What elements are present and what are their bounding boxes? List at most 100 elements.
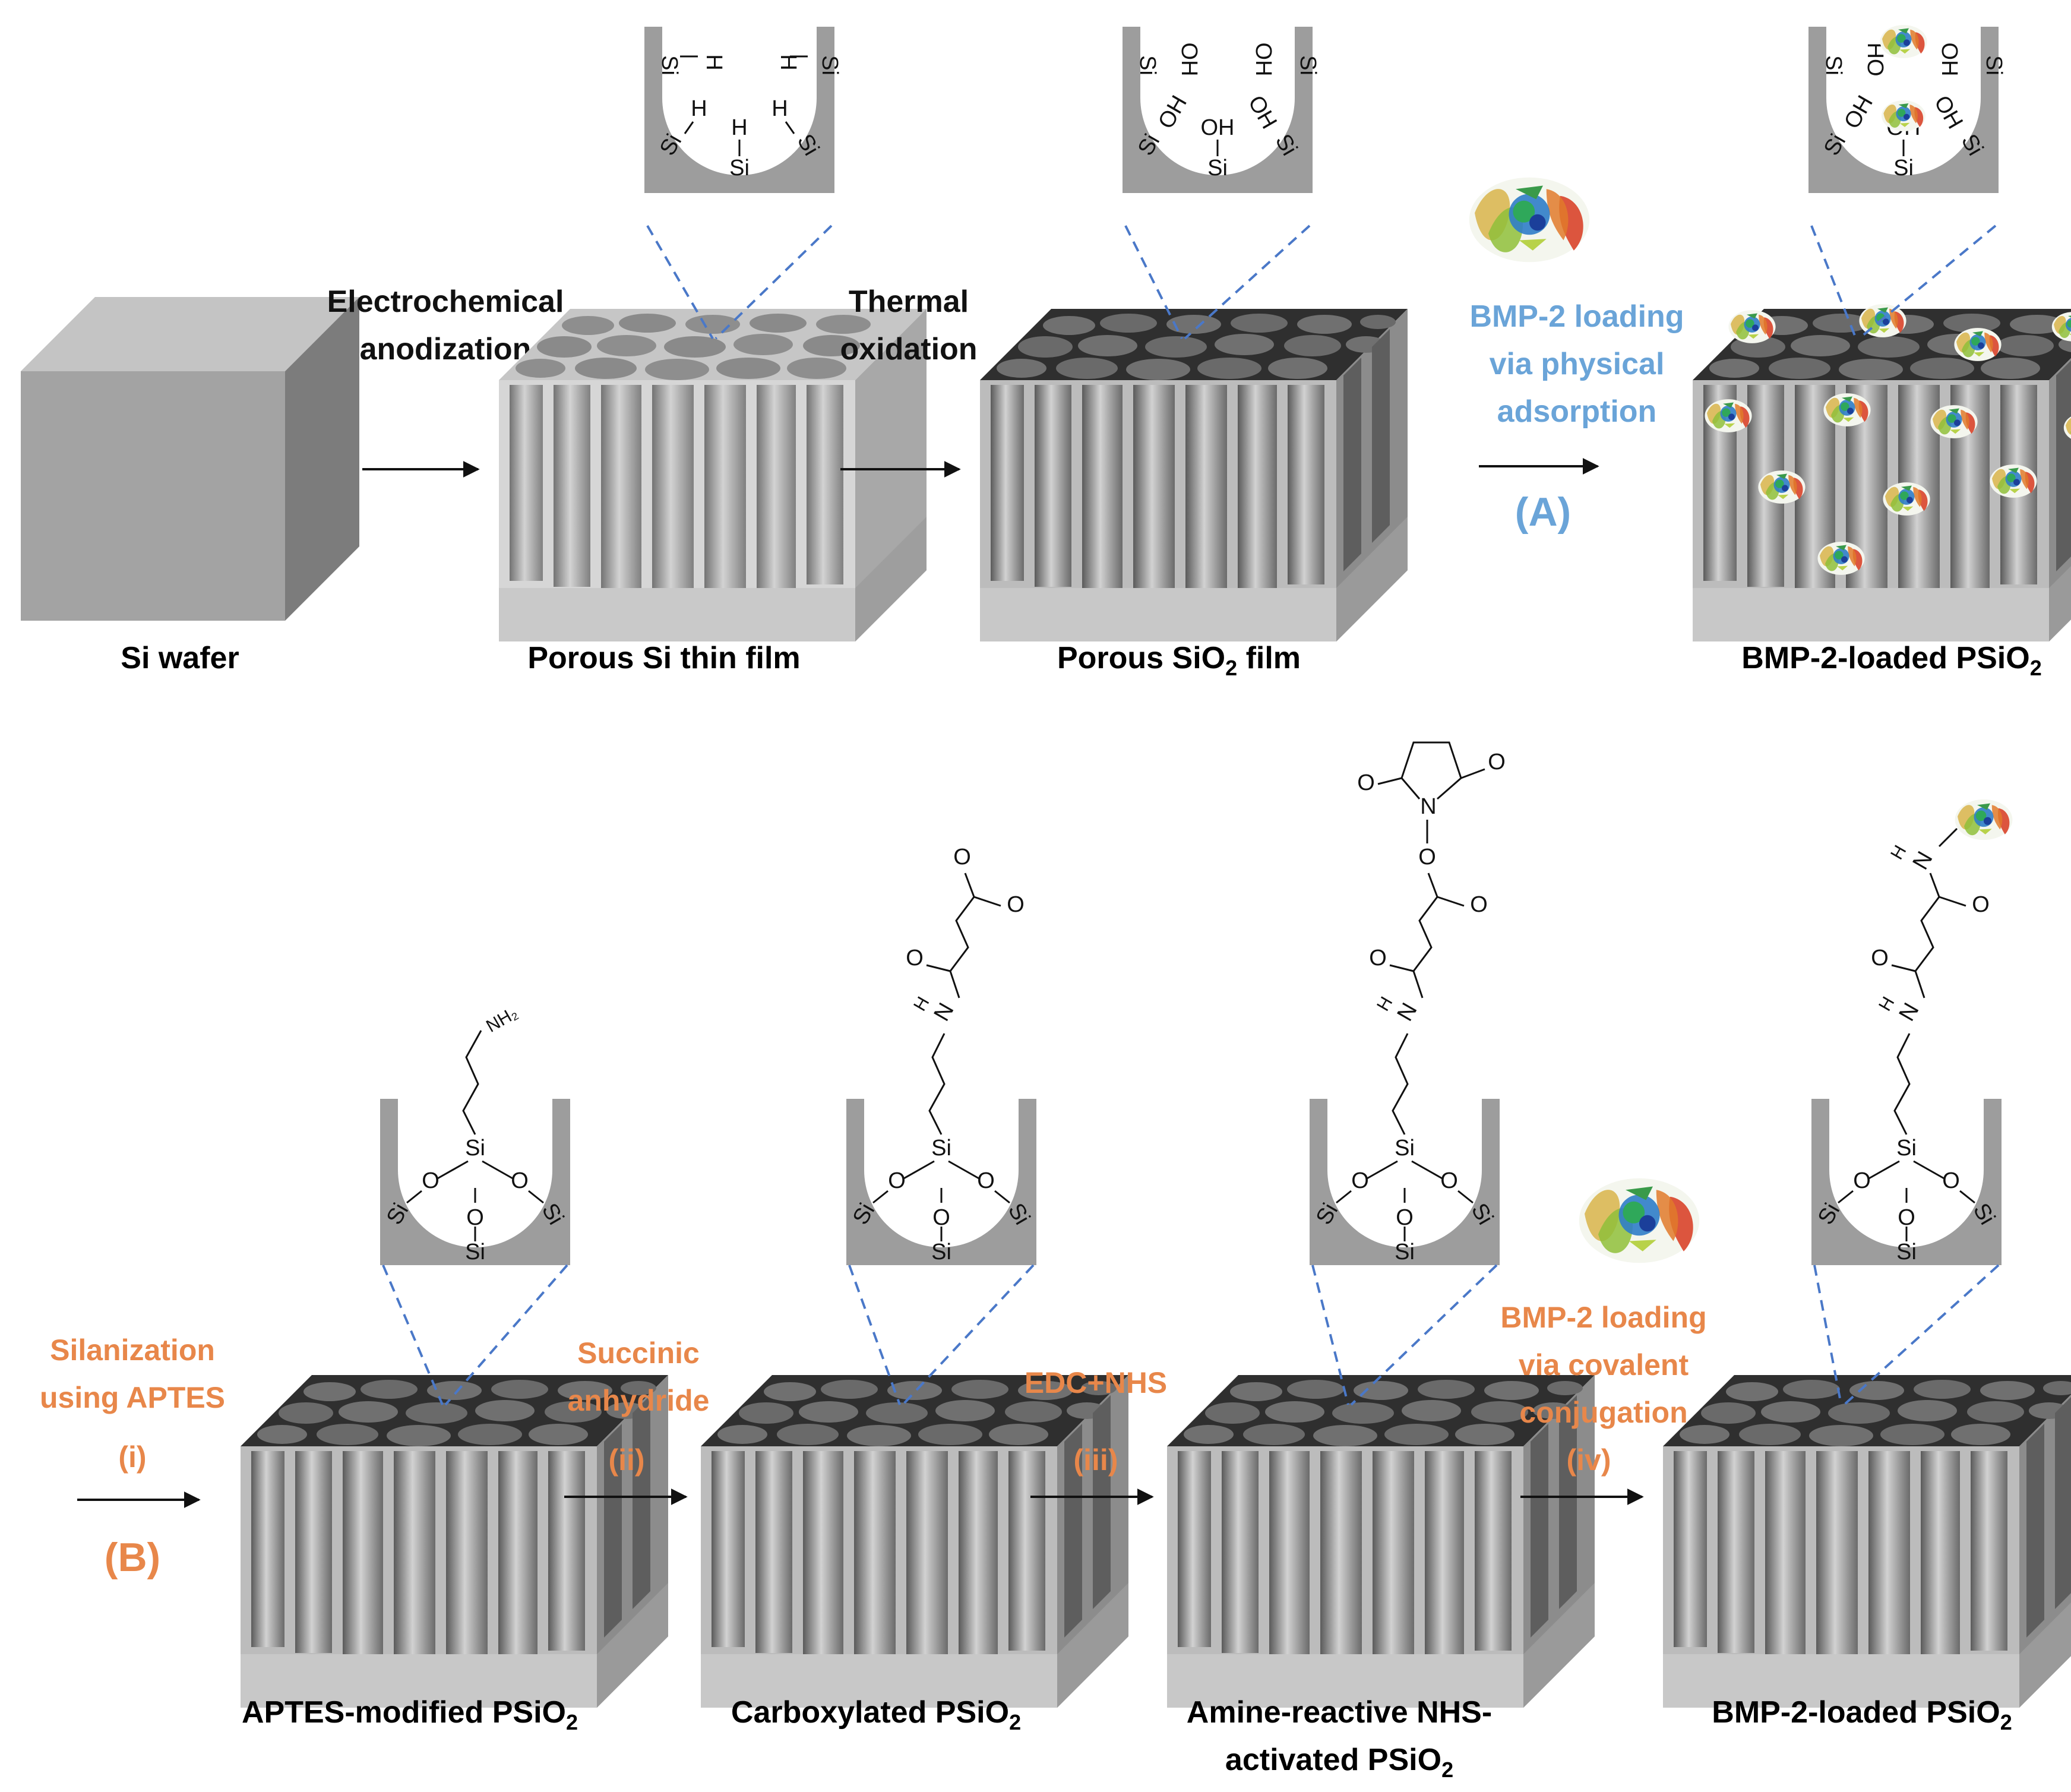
svg-text:O: O [1418,845,1436,870]
svg-text:O: O [1470,892,1488,917]
pore-detail-nhs: Si O Si O Si O Si N H O O O N O O [1310,741,1506,1265]
svg-text:O: O [1488,750,1506,775]
svg-text:O: O [1871,946,1889,971]
svg-text:N: N [929,999,959,1026]
step-succinic-line1: Succinic [577,1336,700,1370]
svg-text:H: H [776,54,801,70]
step-covalent-line2: via covalent [1519,1348,1689,1382]
svg-text:O: O [1369,946,1387,971]
step-edc-nhs: EDC+NHS [1025,1366,1167,1399]
step-physical-line1: BMP-2 loading [1469,299,1684,334]
svg-text:O: O [1440,1168,1458,1193]
svg-text:O: O [1351,1168,1369,1193]
svg-text:O: O [1357,770,1375,795]
svg-text:O: O [1853,1168,1871,1193]
svg-text:O: O [1942,1168,1960,1193]
caption-bmp-loaded-b: BMP-2-loaded PSiO2 [1712,1695,2012,1734]
svg-text:OH: OH [1251,43,1276,77]
bmp2-protein-icon [1579,1178,1700,1263]
step-covalent-line3: conjugation [1519,1396,1687,1429]
svg-text:Si: Si [1207,156,1228,181]
svg-text:Si: Si [1981,55,2006,75]
svg-text:OH: OH [1929,91,1968,133]
svg-text:Si: Si [931,1136,951,1161]
step-silanization-line2: using APTES [40,1381,225,1414]
svg-text:Si: Si [1395,1240,1415,1265]
svg-text:OH: OH [1937,43,1962,77]
step-oxidation-line1: Thermal [849,285,969,319]
step-succinic-label: (ii) [608,1443,644,1477]
svg-text:H: H [701,54,726,70]
svg-text:Si: Si [1295,55,1320,75]
pore-detail-bmp-adsorbed: Si OH Si OH Si OH Si HO Si OH [1808,25,2006,193]
pore-detail-aptes: Si O Si O Si O Si NH₂ [380,1003,570,1265]
step-silanization-label: (i) [118,1440,146,1474]
svg-text:H: H [772,96,788,121]
svg-text:OH: OH [1201,115,1235,140]
svg-text:Si: Si [729,156,750,181]
caption-carboxylated: Carboxylated PSiO2 [731,1695,1021,1734]
step-succinic-line2: anhydride [568,1384,710,1417]
svg-text:Si: Si [1896,1240,1917,1265]
svg-text:N: N [1420,794,1436,819]
svg-text:O: O [1396,1205,1414,1230]
porous-sio2-block [980,309,1408,641]
step-silanization-line1: Silanization [50,1333,215,1367]
route-a-label: (A) [1515,489,1571,535]
pore-detail-conjugated: Si O Si O Si O Si N H O O N H [1811,799,2013,1265]
svg-text:Si: Si [1821,55,1846,75]
si-wafer-cube [21,297,359,621]
svg-text:N: N [1393,999,1422,1026]
svg-text:O: O [906,946,924,971]
caption-aptes: APTES-modified PSiO2 [242,1695,578,1734]
svg-text:O: O [932,1205,950,1230]
svg-text:N: N [1908,848,1938,874]
bmp2-protein-icon [1469,177,1590,263]
svg-text:N: N [1895,999,1924,1026]
svg-text:Si: Si [1395,1136,1415,1161]
route-b-label: (B) [105,1535,160,1580]
step-physical-line3: adsorption [1497,394,1657,429]
pore-detail-carboxylated: Si O Si O Si O Si N H O O O [846,845,1036,1265]
svg-text:H: H [1887,842,1910,863]
svg-text:Si: Si [1896,1136,1917,1161]
caption-nhs-line1: Amine-reactive NHS- [1187,1695,1492,1730]
svg-text:OH: OH [1839,91,1878,133]
step-anodization-line2: anodization [360,332,532,366]
pore-detail-si-oh: Si OH Si OH Si OH Si OH Si OH [1123,27,1320,193]
svg-text:O: O [422,1168,440,1193]
svg-text:Si: Si [465,1136,485,1161]
svg-text:O: O [1007,892,1025,917]
step-anodization-line1: Electrochemical [327,285,564,319]
step-edc-label: (iii) [1074,1443,1118,1477]
caption-nhs-line2: activated PSiO2 [1225,1743,1453,1782]
bmp-loaded-block-b [1663,1375,2071,1708]
svg-text:O: O [1972,892,1990,917]
svg-text:OH: OH [1153,91,1192,133]
svg-text:Si: Si [657,55,682,75]
caption-bmp-loaded-a: BMP-2-loaded PSiO2 [1741,641,2041,680]
step-covalent-label: (iv) [1567,1443,1611,1477]
svg-text:Si: Si [1135,55,1160,75]
svg-text:Si: Si [817,55,842,75]
step-physical-line2: via physical [1490,347,1665,381]
svg-text:Si: Si [931,1240,951,1265]
svg-text:Si: Si [465,1240,485,1265]
svg-text:O: O [1898,1205,1915,1230]
bmp-loaded-block-a [1693,304,2071,641]
svg-text:H: H [731,115,747,140]
svg-text:H: H [691,96,707,121]
svg-text:OH: OH [1177,43,1202,77]
step-oxidation-line2: oxidation [840,332,977,366]
svg-text:O: O [511,1168,529,1193]
caption-si-wafer: Si wafer [121,641,239,675]
carboxylated-block [701,1375,1128,1708]
svg-text:Si: Si [1893,156,1914,181]
caption-porous-si: Porous Si thin film [527,641,800,675]
svg-text:O: O [953,845,971,870]
svg-text:NH₂: NH₂ [483,1003,521,1036]
svg-text:O: O [977,1168,995,1193]
svg-text:O: O [888,1168,906,1193]
caption-porous-sio2: Porous SiO2 film [1057,641,1301,680]
